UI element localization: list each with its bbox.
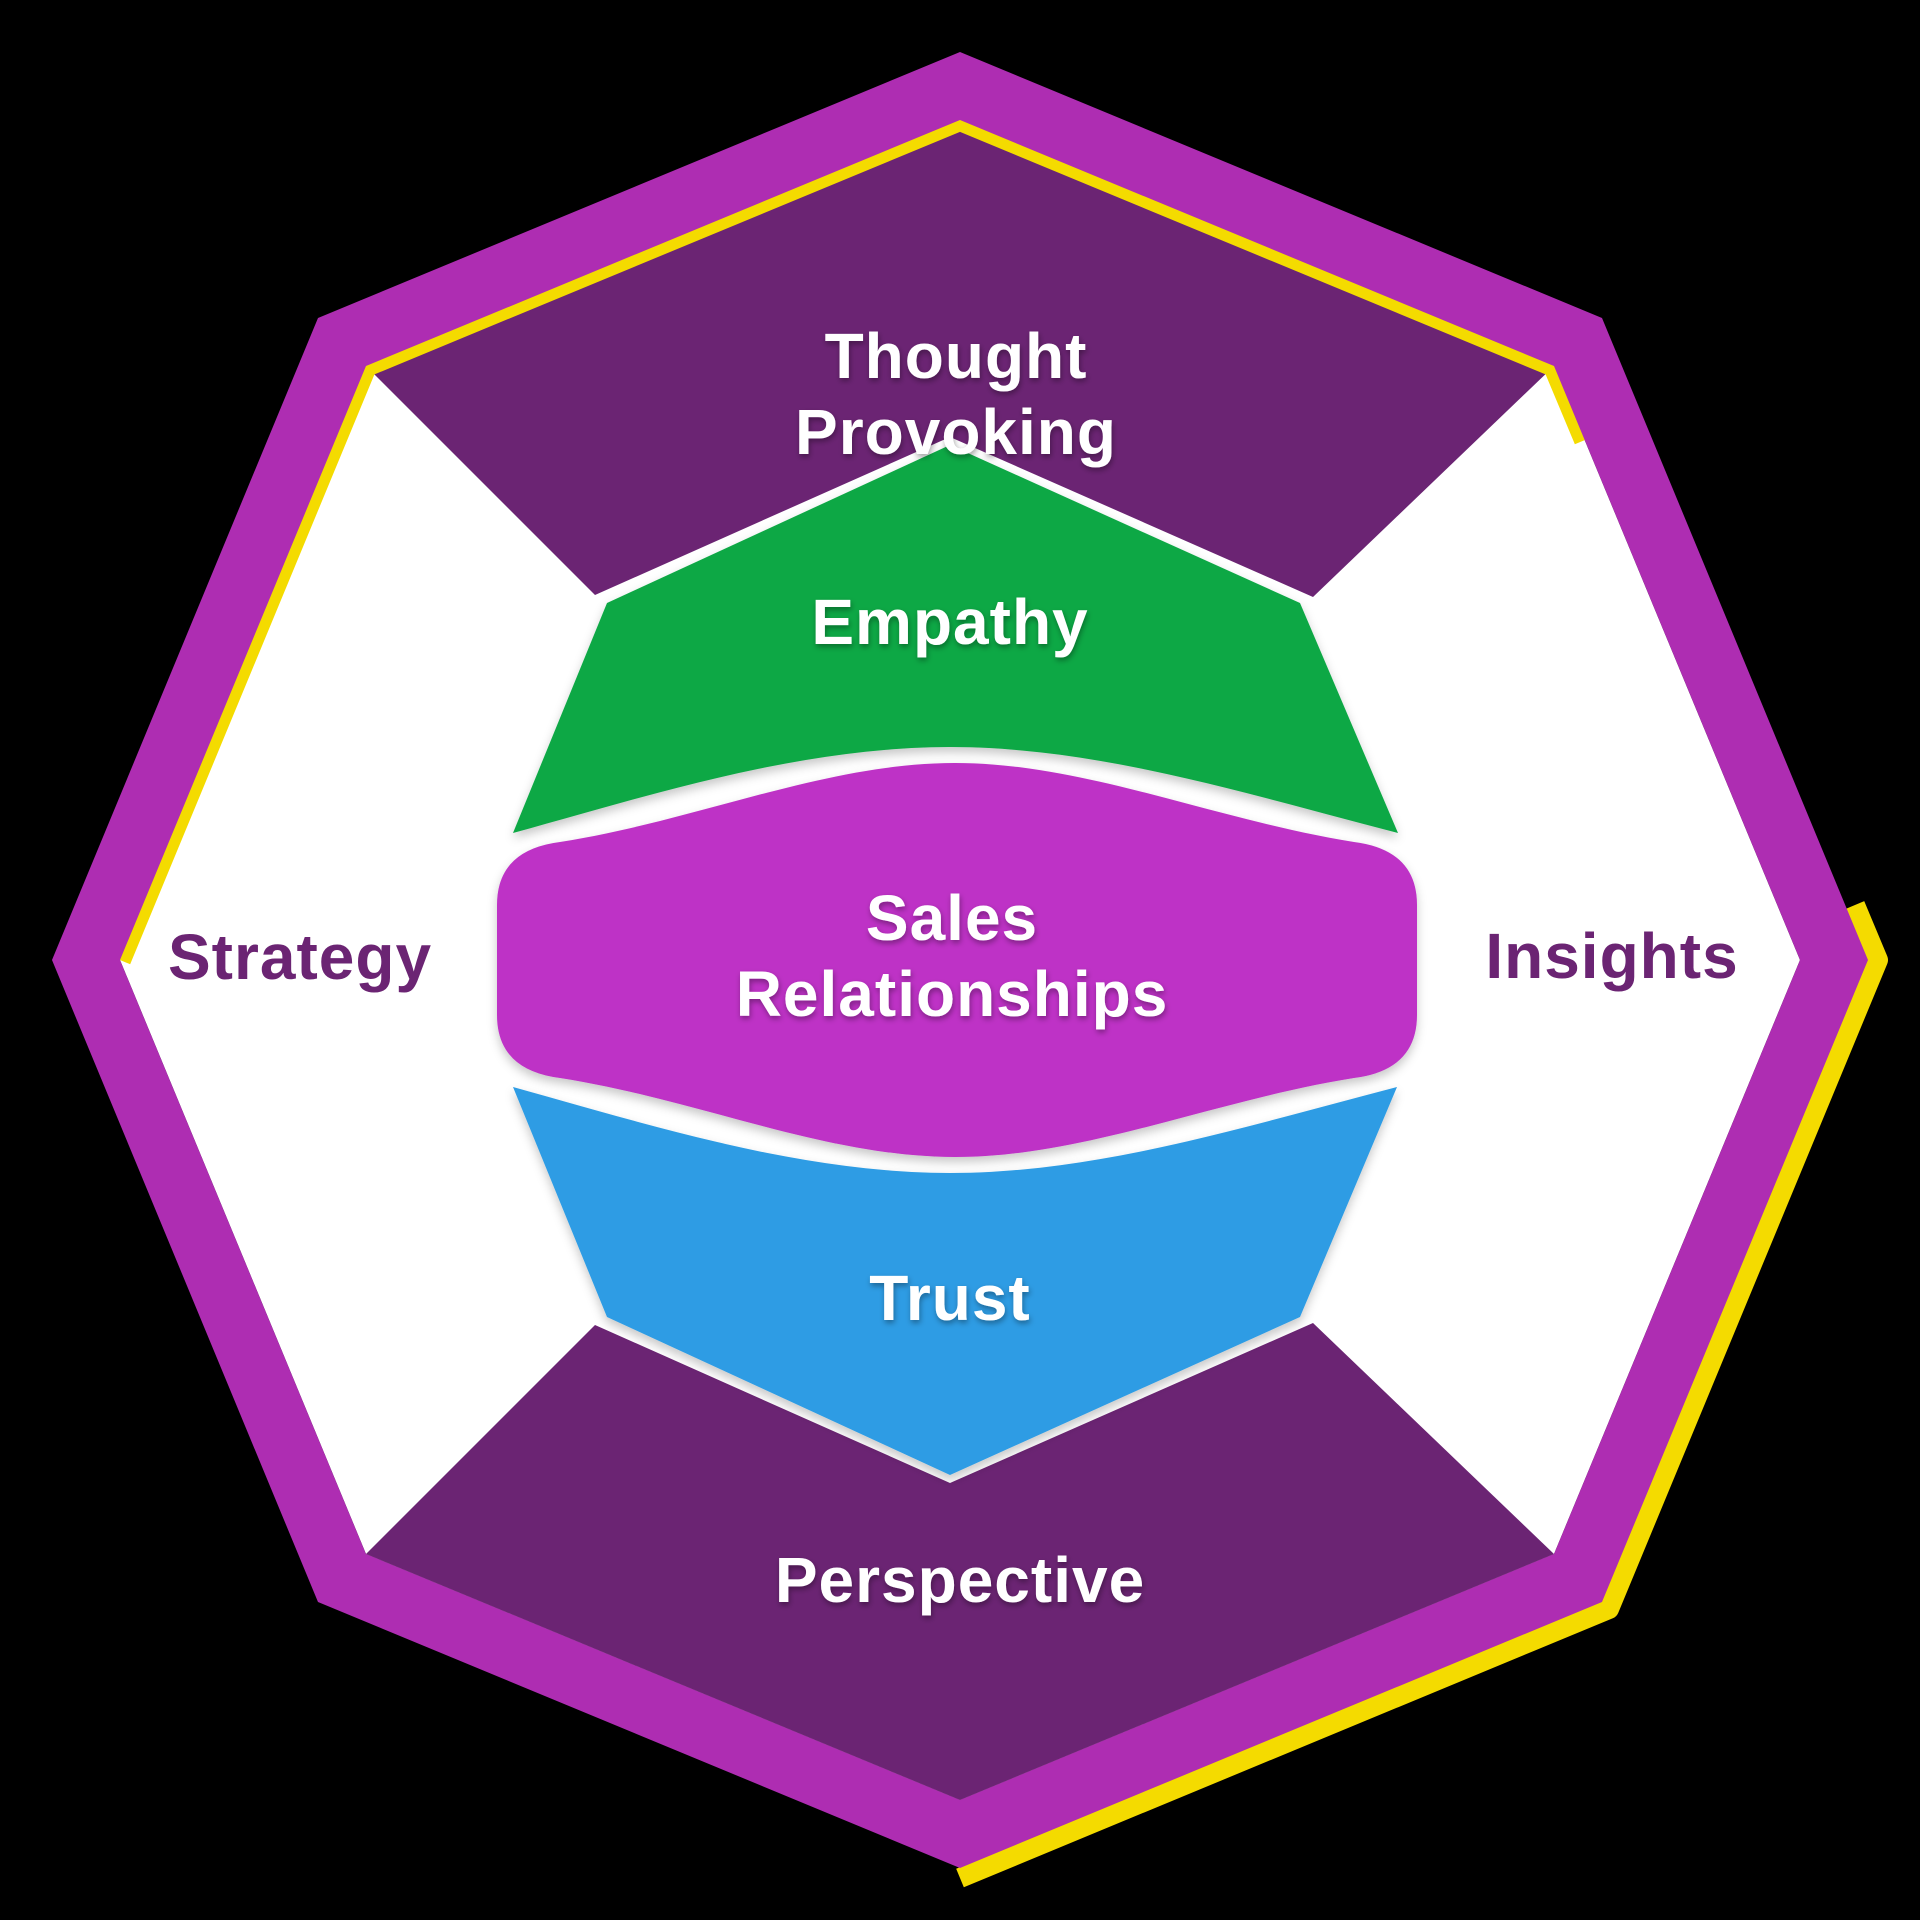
label-sales-relationships-line1: Sales	[866, 882, 1038, 954]
label-sales-relationships-line2: Relationships	[736, 958, 1169, 1030]
label-insights: Insights	[1485, 920, 1738, 992]
label-thought-provoking-line2: Provoking	[795, 396, 1117, 468]
dark-labels-group: Strategy Insights	[168, 920, 1738, 993]
label-perspective: Perspective	[775, 1544, 1145, 1616]
center-band-sales-relationships	[497, 763, 1417, 1157]
segment-perspective	[366, 1323, 1554, 1800]
light-labels-group: Thought Provoking Empathy Sales Relation…	[736, 320, 1169, 1616]
accent-line-yellow-outer	[956, 901, 1888, 1888]
petal-empathy	[513, 445, 1398, 833]
petal-trust	[513, 1087, 1397, 1475]
label-trust: Trust	[869, 1262, 1030, 1334]
label-thought-provoking-line1: Thought	[825, 320, 1088, 392]
label-strategy: Strategy	[168, 921, 432, 993]
segment-thought-provoking	[366, 120, 1554, 597]
label-empathy: Empathy	[811, 586, 1088, 658]
